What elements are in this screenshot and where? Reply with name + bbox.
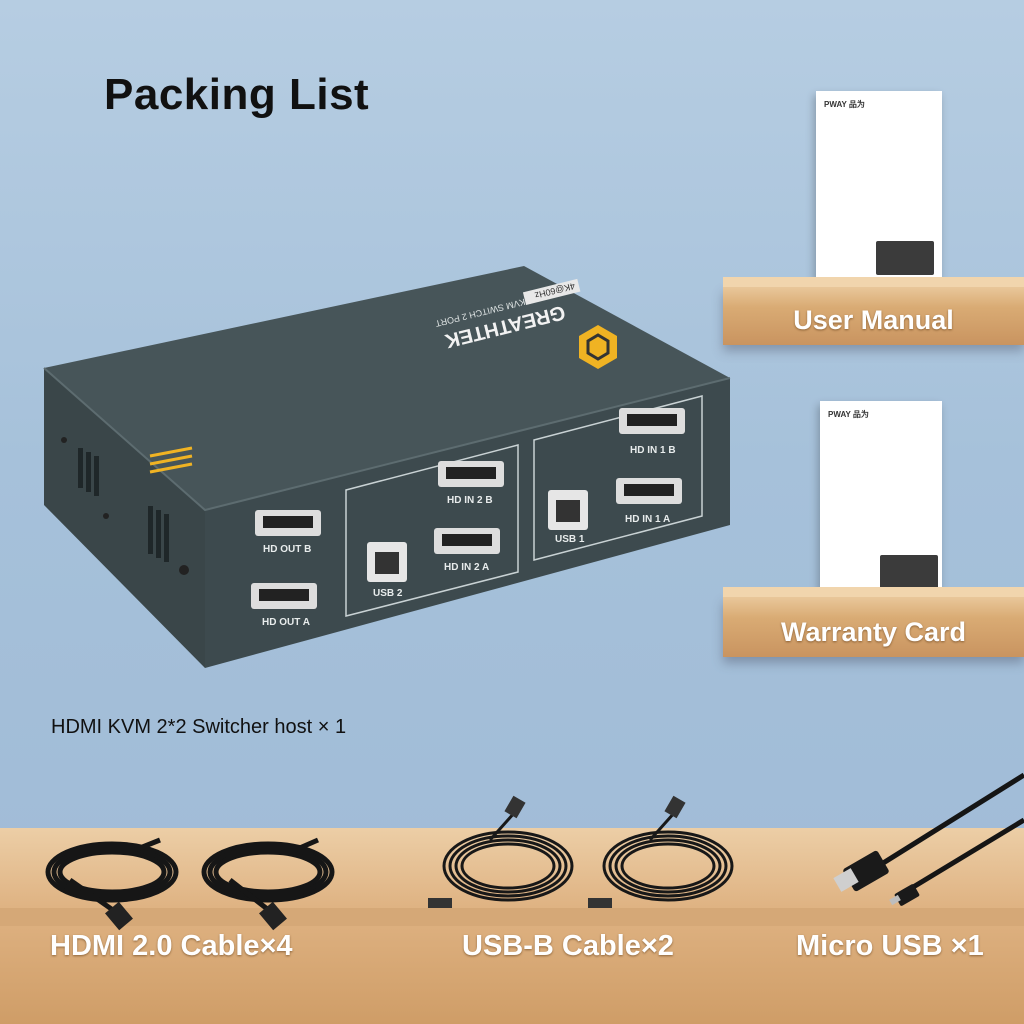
usb-b-cable-coil-2: [602, 811, 734, 902]
hdmi-cable-label: HDMI 2.0 Cable×4: [50, 930, 293, 962]
usb-a-connector-2: [588, 898, 612, 908]
hdmi-port-out-b: [255, 510, 321, 536]
device-front-face: [205, 378, 730, 668]
hdmi-connector-2: [259, 901, 287, 931]
booklet-brand-text: PWAY 品为: [824, 100, 865, 109]
usb-b-connector-1: [504, 795, 526, 819]
counter-edge: [0, 908, 1024, 926]
hdmi-port-in-1b: [619, 408, 685, 434]
port-label-in-2a: HD IN 2 A: [444, 562, 489, 573]
micro-usb-label: Micro USB ×1: [796, 930, 984, 962]
shelf-warranty-card: Warranty Card: [723, 587, 1024, 657]
port-label-in-2b: HD IN 2 B: [447, 495, 493, 506]
page-title: Packing List: [104, 70, 370, 119]
user-manual-booklet: PWAY 品为: [816, 91, 942, 315]
hdmi-port-in-2b: [438, 461, 504, 487]
port-label-out-b: HD OUT B: [263, 544, 311, 555]
port-label-out-a: HD OUT A: [262, 617, 310, 628]
usb-b-cable-coil-1: [442, 811, 574, 902]
micro-usb-plug: [889, 884, 920, 906]
user-manual-label: User Manual: [793, 305, 954, 335]
hdmi-cable-coil-2: [201, 837, 335, 917]
booklet-brand-text-2: PWAY 品为: [828, 410, 869, 419]
device-left-face: [44, 368, 205, 668]
hdmi-connector-1: [105, 901, 133, 931]
hdmi-port-in-1a: [616, 478, 682, 504]
port-label-in-1a: HD IN 1 A: [625, 514, 670, 525]
hdmi-port-in-2a: [434, 528, 500, 554]
micro-usb-usb-a-plug: [833, 850, 889, 892]
booklet-dark-block-2: [880, 555, 938, 589]
usb-b-connector-2: [664, 795, 686, 819]
host-caption: HDMI KVM 2*2 Switcher host × 1: [51, 716, 347, 738]
shelf-user-manual: User Manual: [723, 277, 1024, 345]
usb-b-port-1: [548, 490, 588, 530]
port-label-in-1b: HD IN 1 B: [630, 445, 676, 456]
port-group-2: [345, 444, 519, 617]
port-label-usb1: USB 1: [555, 534, 585, 545]
usb-b-port-2: [367, 542, 407, 582]
booklet-dark-block: [876, 241, 934, 275]
warranty-card-label: Warranty Card: [780, 617, 967, 647]
accent-stripes: [149, 446, 193, 474]
port-label-usb2: USB 2: [373, 588, 403, 599]
device-top-face: [44, 266, 730, 510]
hdmi-port-out-a: [251, 583, 317, 609]
warranty-card-booklet: PWAY 品为: [820, 401, 942, 589]
micro-usb-cable: [870, 772, 1024, 895]
vent-slots: [78, 448, 169, 562]
usbb-cable-label: USB-B Cable×2: [462, 930, 674, 962]
usb-a-connector-1: [428, 898, 452, 908]
hdmi-cable-coil-1: [45, 837, 179, 918]
brand-logo: [579, 325, 617, 369]
